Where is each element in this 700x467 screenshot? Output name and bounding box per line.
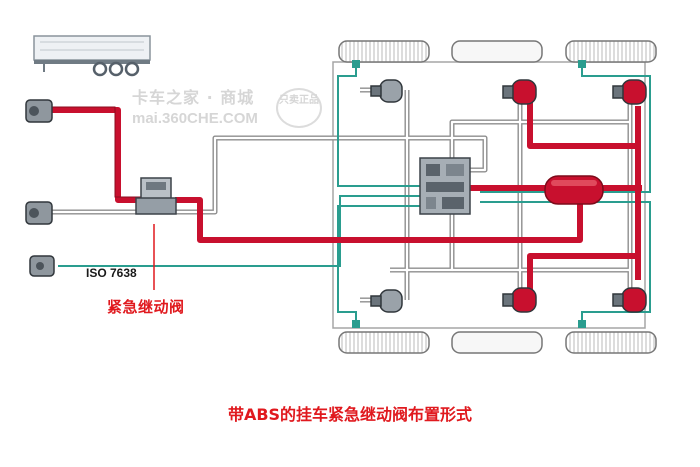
emergency-relay-valve [135, 177, 177, 215]
coupling-head-yellow [25, 201, 53, 225]
diagram-caption: 带ABS的挂车紧急继动阀布置形式 [227, 405, 473, 424]
coupling-head-red [25, 99, 53, 123]
abs-modulator-valve [419, 157, 471, 215]
watermark-brand: 卡车之家 · 商城 [132, 88, 255, 107]
air-reservoir [544, 175, 604, 205]
watermark-seal: 只卖正品 [276, 88, 322, 128]
iso-connector-label: ISO 7638 [86, 266, 137, 280]
brake-chambers [370, 79, 647, 313]
air-supply-lines [52, 100, 642, 300]
trailer-icon [33, 35, 151, 77]
abs-connector [29, 255, 55, 277]
watermark-url: mai.360CHE.COM [132, 110, 258, 127]
wheels [338, 40, 657, 354]
abs-sensors [352, 60, 586, 328]
emergency-valve-label: 紧急继动阀 [107, 298, 185, 316]
